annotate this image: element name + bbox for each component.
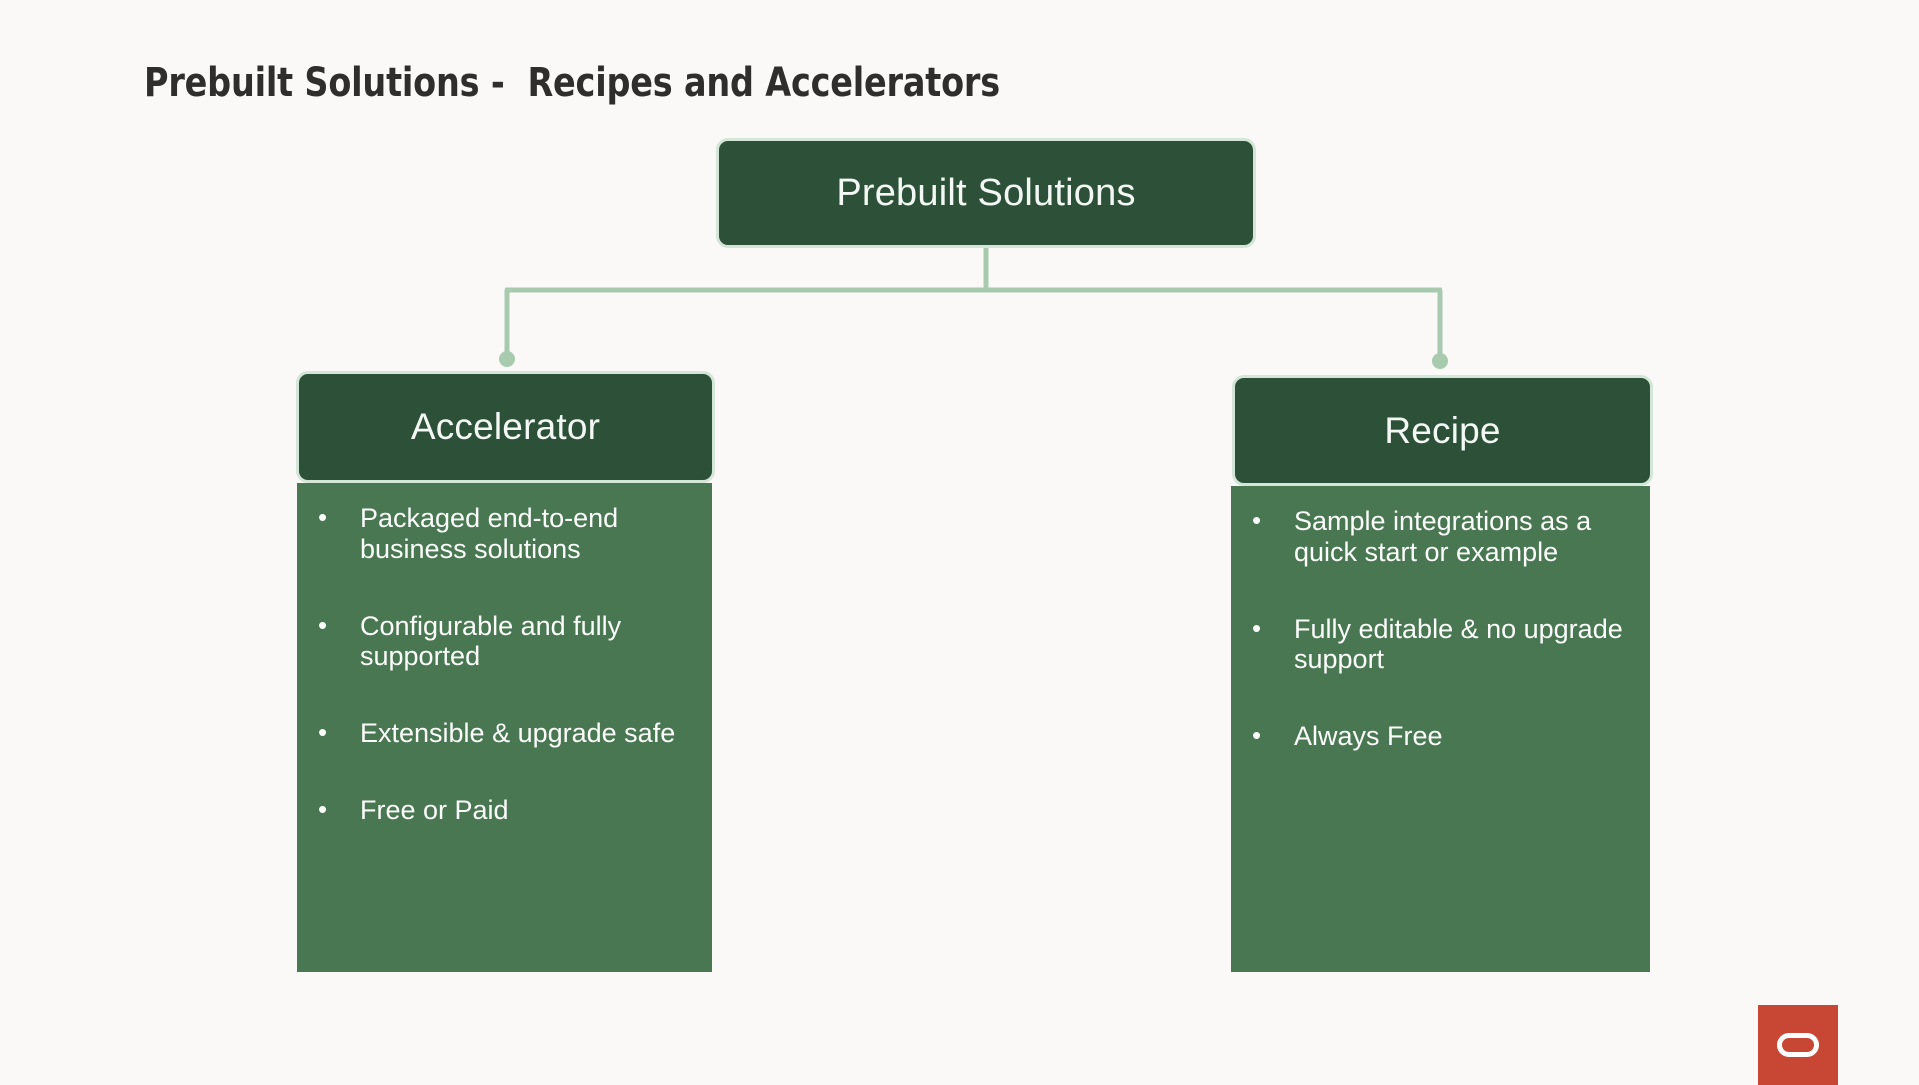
list-item: • Sample integrations as a quick start o… bbox=[1249, 505, 1624, 568]
node-label: Prebuilt Solutions bbox=[836, 171, 1136, 214]
bullet-dot-icon: • bbox=[1252, 505, 1262, 535]
list-item-text: Always Free bbox=[1294, 721, 1443, 752]
bullet-dot-icon: • bbox=[318, 609, 328, 640]
list-item-text: Configurable and fully supported bbox=[360, 610, 622, 672]
node-label: Accelerator bbox=[410, 406, 601, 447]
accelerator-bullet-list: • Packaged end-to-end business solutions… bbox=[315, 502, 686, 826]
list-item-text: Fully editable & no upgrade support bbox=[1294, 613, 1623, 675]
node-accelerator-body: • Packaged end-to-end business solutions… bbox=[297, 483, 712, 972]
list-item: • Fully editable & no upgrade support bbox=[1249, 612, 1624, 676]
page-title: Prebuilt Solutions - Recipes and Acceler… bbox=[144, 60, 1000, 106]
node-recipe-header[interactable]: Recipe bbox=[1232, 375, 1653, 486]
node-recipe-body: • Sample integrations as a quick start o… bbox=[1231, 486, 1650, 972]
list-item: • Always Free bbox=[1249, 720, 1624, 752]
recipe-bullet-list: • Sample integrations as a quick start o… bbox=[1249, 505, 1624, 752]
list-item-text: Packaged end-to-end business solutions bbox=[360, 503, 619, 564]
bullet-dot-icon: • bbox=[1252, 612, 1262, 643]
list-item: • Configurable and fully supported bbox=[315, 609, 686, 673]
list-item: • Free or Paid bbox=[315, 793, 686, 826]
bullet-dot-icon: • bbox=[318, 793, 328, 824]
node-prebuilt-solutions[interactable]: Prebuilt Solutions bbox=[716, 138, 1256, 248]
node-label: Recipe bbox=[1384, 409, 1501, 451]
bullet-dot-icon: • bbox=[318, 502, 328, 532]
list-item: • Packaged end-to-end business solutions bbox=[315, 502, 686, 565]
list-item-text: Free or Paid bbox=[360, 794, 509, 825]
node-accelerator-header[interactable]: Accelerator bbox=[296, 371, 715, 483]
list-item-text: Sample integrations as a quick start or … bbox=[1294, 506, 1592, 567]
oracle-o-icon bbox=[1777, 1033, 1819, 1057]
list-item-text: Extensible & upgrade safe bbox=[360, 718, 676, 749]
bullet-dot-icon: • bbox=[1252, 720, 1262, 751]
oracle-logo bbox=[1758, 1005, 1838, 1085]
bullet-dot-icon: • bbox=[318, 717, 328, 748]
list-item: • Extensible & upgrade safe bbox=[315, 717, 686, 749]
